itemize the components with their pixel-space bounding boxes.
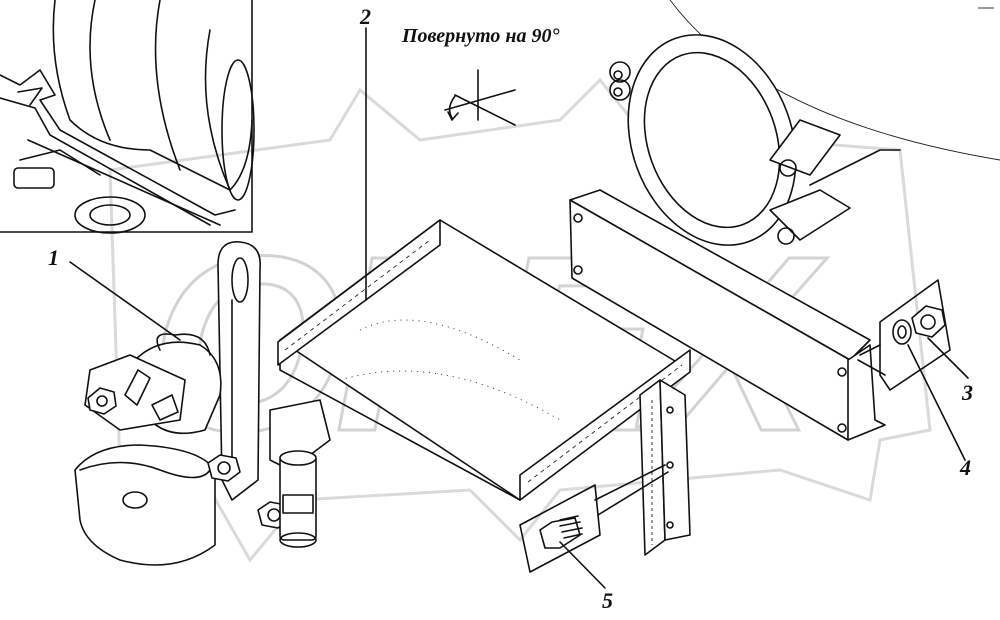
- washer-icon: [892, 319, 912, 345]
- callout-3: 3: [961, 380, 973, 405]
- callout-2: 2: [359, 4, 371, 29]
- callout-5: 5: [602, 588, 613, 613]
- angle-bracket: [569, 189, 886, 441]
- nut-washer-inset: [857, 279, 951, 391]
- inset-detail-view: [0, 0, 255, 234]
- rotation-symbol: [444, 69, 516, 126]
- rotated-caption: Повернуто на 90°: [401, 25, 560, 47]
- leaders: [69, 27, 969, 589]
- clamp-ring: [609, 0, 1000, 246]
- part-2-shield-plate: [277, 219, 691, 556]
- part-1-bracket-assembly: [74, 241, 331, 566]
- nut-icon: [911, 305, 946, 338]
- bolt-inset: [519, 464, 669, 573]
- callout-4: 4: [959, 455, 971, 480]
- callout-1: 1: [48, 245, 59, 270]
